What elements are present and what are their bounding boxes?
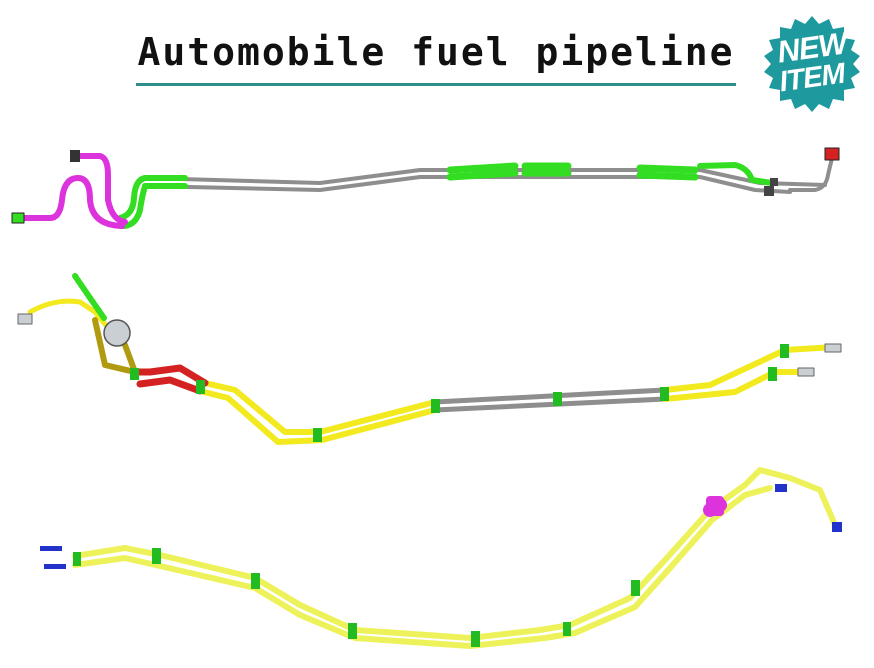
fuel-pipeline-assembly-2 xyxy=(17,273,842,445)
new-item-badge: NEW ITEM xyxy=(762,14,862,114)
page-title: Automobile fuel pipeline xyxy=(137,30,735,74)
fuel-pipeline-assembly-1 xyxy=(11,147,840,229)
title-underline xyxy=(136,83,736,86)
fuel-pipeline-assembly-3 xyxy=(40,467,842,649)
badge-seal-icon xyxy=(764,16,860,112)
